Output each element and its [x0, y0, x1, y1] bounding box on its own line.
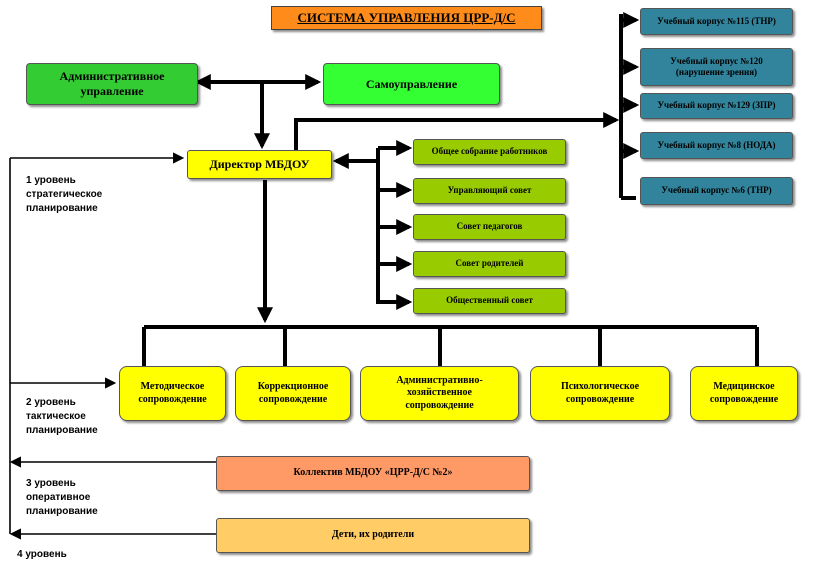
level-2-label: 2 уровень тактическое планирование	[26, 397, 98, 436]
diagram-title: СИСТЕМА УПРАВЛЕНИЯ ЦРР-Д/С	[271, 6, 542, 30]
admin-management-box: Административное управление	[26, 63, 198, 105]
council-box: Общее собрание работников	[413, 139, 566, 165]
support-box: Психологическое сопровождение	[530, 366, 670, 421]
support-box: Коррекционное сопровождение	[235, 366, 351, 421]
level-1-label: 1 уровень стратегическое планирование	[26, 175, 103, 214]
building-box: Учебный корпус №129 (ЗПР)	[640, 93, 793, 119]
support-box: Методическое сопровождение	[119, 366, 226, 421]
level-4-label: 4 уровень	[17, 549, 67, 560]
building-box: Учебный корпус №115 (ТНР)	[640, 8, 793, 35]
director-box: Директор МБДОУ	[187, 150, 332, 179]
council-box: Совет педагогов	[413, 214, 566, 240]
building-box: Учебный корпус №8 (НОДА)	[640, 132, 793, 159]
director-buildings-line	[294, 112, 620, 150]
council-box: Управляющий совет	[413, 178, 566, 204]
council-box: Совет родителей	[413, 251, 566, 277]
level-3-label: 3 уровень оперативное планирование	[26, 478, 98, 517]
support-box: Медицинское сопровождение	[690, 366, 798, 421]
council-box: Общественный совет	[413, 288, 566, 314]
support-box: Административно-хозяйственное сопровожде…	[360, 366, 519, 421]
building-box: Учебный корпус №120 (нарушение зрения)	[640, 48, 793, 86]
children-parents-box: Дети, их родители	[216, 518, 530, 553]
self-government-box: Самоуправление	[323, 63, 500, 105]
collective-box: Коллектив МБДОУ «ЦРР-Д/С №2»	[216, 456, 530, 491]
building-box: Учебный корпус №6 (ТНР)	[640, 177, 793, 205]
